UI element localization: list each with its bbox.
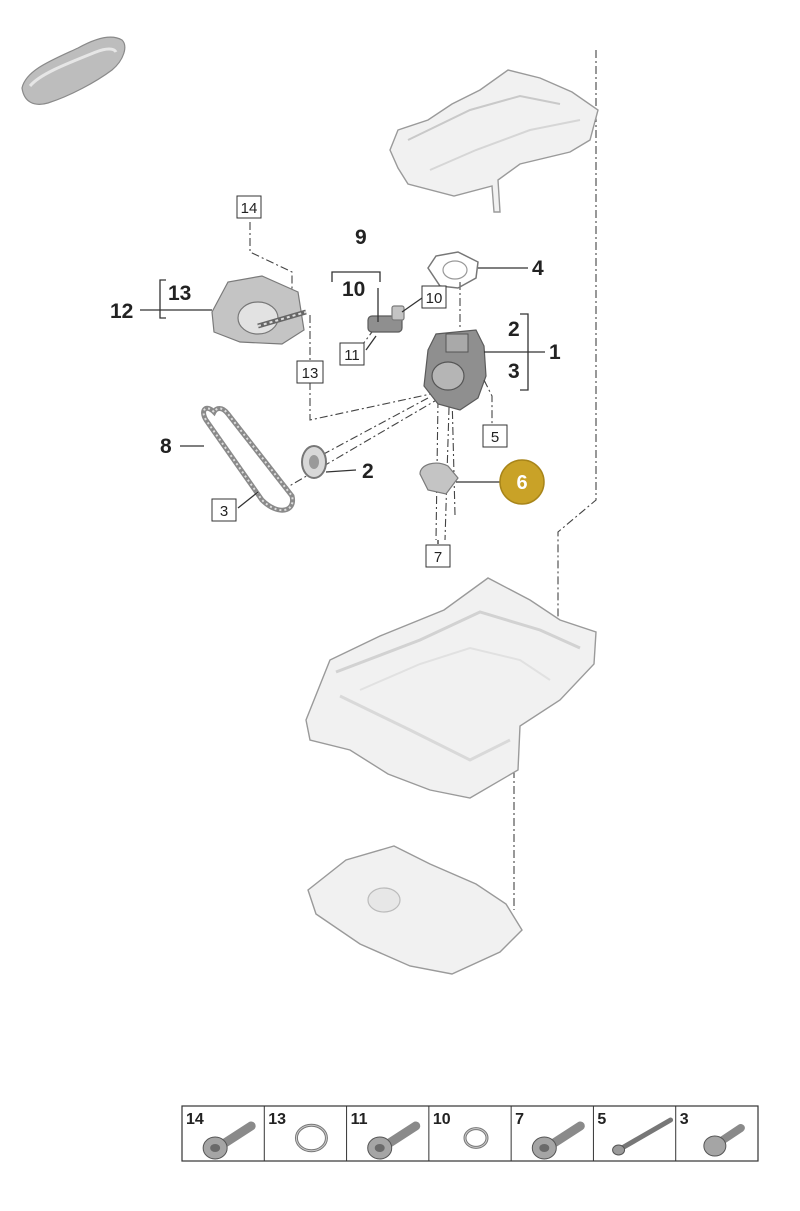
oil-pan-bottom [307,845,523,975]
fastener-number: 10 [433,1111,451,1128]
svg-text:5: 5 [491,429,499,446]
oil-baffle-upper [389,69,599,213]
box-label-10: 10 [421,285,447,309]
box-label-11: 11 [339,342,365,366]
callout-4: 4 [532,257,544,280]
fastener-cell-11: 11 [346,1106,421,1161]
callout-2: 2 [508,318,520,341]
boxed-labels: 14 10 11 13 5 3 7 [211,195,508,568]
highlighted-callout-6[interactable]: 6 [499,459,545,505]
svg-text:13: 13 [302,365,319,382]
svg-text:14: 14 [241,200,258,217]
oil-pan-upper-section [305,577,597,799]
svg-text:6: 6 [516,472,527,494]
short-bolt-icon [703,1124,745,1157]
oil-pump-cover [211,275,307,345]
fastener-cell-7: 7 [510,1106,585,1161]
callout-12: 12 [110,300,133,323]
oil-strainer [419,462,459,495]
box-label-14: 14 [236,195,262,219]
fastener-number: 3 [680,1111,689,1128]
callout-8: 8 [160,435,172,458]
leader-lines [140,267,545,544]
fastener-cell-14: 14 [186,1111,256,1160]
box-label-3: 3 [211,498,237,522]
drive-chain [201,405,296,513]
callout-labels: 1 2 3 4 9 10 12 13 8 2 [110,226,561,483]
callout-2-lower: 2 [362,460,374,483]
fastener-table: 14 13 11 10 7 5 3 [181,1105,759,1162]
fastener-number: 5 [597,1111,606,1128]
callout-1: 1 [549,341,561,364]
callout-10: 10 [342,278,365,301]
callout-9: 9 [355,226,367,249]
bolt-icon [531,1121,585,1160]
svg-text:7: 7 [434,549,442,566]
bolt-icon [367,1121,421,1160]
fastener-number: 11 [351,1111,368,1128]
fastener-number: 14 [186,1111,204,1128]
oil-pump [423,329,487,411]
callout-13: 13 [168,282,191,305]
fastener-cell-13: 13 [263,1106,328,1161]
box-label-7: 7 [425,544,451,568]
o-ring-icon [463,1127,489,1149]
fastener-number: 13 [268,1111,286,1128]
fastener-cell-10: 10 [428,1106,489,1161]
callout-3: 3 [508,360,520,383]
svg-text:3: 3 [220,503,228,520]
o-ring-icon [294,1123,328,1153]
solenoid-valve [367,305,405,333]
gasket [427,251,479,289]
box-label-5: 5 [482,424,508,448]
svg-text:11: 11 [344,347,360,364]
long-bolt-icon [612,1117,674,1156]
box-label-13: 13 [296,360,324,384]
bolt-icon [202,1121,256,1160]
svg-text:10: 10 [426,290,443,307]
vehicle-silhouette-icon [21,36,126,105]
sprocket [301,445,327,479]
fastener-cell-5: 5 [592,1106,674,1161]
fastener-cell-3: 3 [675,1106,745,1161]
fastener-number: 7 [515,1111,524,1128]
